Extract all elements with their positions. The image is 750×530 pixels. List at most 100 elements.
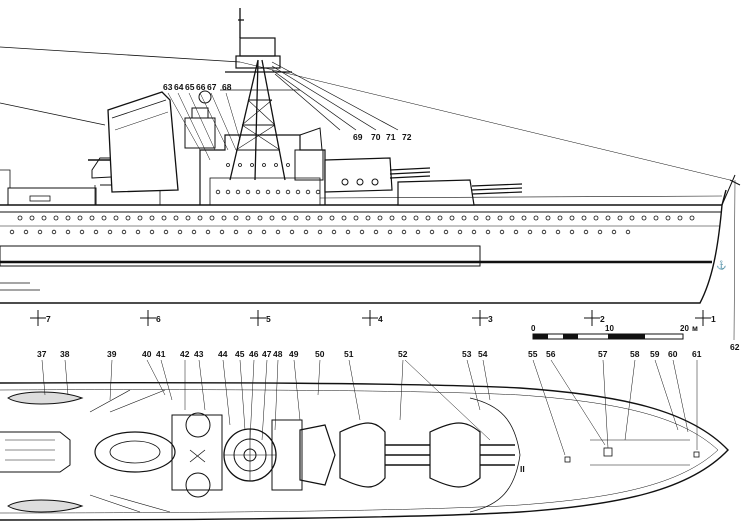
porthole: [429, 229, 435, 235]
scale-unit: м: [692, 324, 698, 333]
porthole: [513, 229, 519, 235]
porthole: [499, 229, 505, 235]
porthole: [101, 215, 107, 221]
porthole: [293, 215, 299, 221]
porthole: [215, 189, 221, 195]
porthole: [23, 229, 29, 235]
callout-70: 70: [371, 132, 381, 142]
porthole: [365, 215, 371, 221]
porthole: [653, 215, 659, 221]
porthole: [274, 163, 278, 167]
porthole: [625, 229, 631, 235]
callout-51: 51: [344, 349, 354, 359]
porthole: [219, 229, 225, 235]
station-marks: 7 6 5 4 3 2 1: [30, 310, 716, 326]
porthole: [149, 229, 155, 235]
porthole: [415, 229, 421, 235]
callout-46: 46: [249, 349, 259, 359]
porthole: [509, 215, 515, 221]
callout-69: 69: [353, 132, 363, 142]
porthole: [161, 215, 167, 221]
porthole: [377, 215, 383, 221]
callout-71: 71: [386, 132, 396, 142]
porthole: [569, 215, 575, 221]
porthole: [226, 163, 230, 167]
porthole: [641, 215, 647, 221]
porthole: [113, 215, 119, 221]
porthole: [545, 215, 551, 221]
porthole: [275, 229, 281, 235]
porthole: [437, 215, 443, 221]
porthole: [461, 215, 467, 221]
scale-tick-0: 0: [531, 324, 536, 333]
station-5: 5: [266, 314, 271, 324]
scale-tick-10: 10: [605, 324, 614, 333]
porthole: [77, 215, 83, 221]
porthole: [65, 229, 71, 235]
porthole: [137, 215, 143, 221]
porthole: [425, 215, 431, 221]
porthole: [281, 215, 287, 221]
callout-37: 37: [37, 349, 47, 359]
callout-65: 65: [185, 82, 195, 92]
plan-view: II: [0, 381, 729, 521]
porthole: [286, 163, 290, 167]
porthole: [163, 229, 169, 235]
callout-72: 72: [402, 132, 412, 142]
porthole: [305, 215, 311, 221]
station-1: 1: [711, 314, 716, 324]
porthole: [353, 215, 359, 221]
porthole: [245, 215, 251, 221]
porthole: [597, 229, 603, 235]
porthole: [541, 229, 547, 235]
porthole: [197, 215, 203, 221]
porthole: [387, 229, 393, 235]
callout-67: 67: [207, 82, 217, 92]
porthole: [53, 215, 59, 221]
station-6: 6: [156, 314, 161, 324]
porthole: [149, 215, 155, 221]
portholes-upper: [17, 215, 695, 221]
porthole: [250, 163, 254, 167]
callout-41: 41: [156, 349, 166, 359]
porthole: [471, 229, 477, 235]
porthole: [295, 189, 301, 195]
porthole: [209, 215, 215, 221]
porthole: [345, 229, 351, 235]
porthole: [569, 229, 575, 235]
callout-58: 58: [630, 349, 640, 359]
plan-callouts: 37 38 39 40 41 42 43 44 45 46 47 48 49 5…: [37, 179, 740, 456]
profile-callouts: 63 64 65 66 67 68 69 70 71 72: [163, 82, 412, 161]
porthole: [665, 215, 671, 221]
porthole: [331, 229, 337, 235]
callout-42: 42: [180, 349, 190, 359]
porthole: [121, 229, 127, 235]
porthole: [265, 189, 271, 195]
porthole: [125, 215, 131, 221]
turret-a-side: [397, 179, 523, 206]
callout-66: 66: [196, 82, 206, 92]
porthole: [51, 229, 57, 235]
callout-43: 43: [194, 349, 204, 359]
callout-63: 63: [163, 82, 173, 92]
porthole: [9, 229, 15, 235]
callout-57: 57: [598, 349, 608, 359]
porthole: [557, 215, 563, 221]
porthole: [93, 229, 99, 235]
hull-plan: [0, 381, 729, 521]
porthole: [185, 215, 191, 221]
porthole: [341, 215, 347, 221]
porthole: [629, 215, 635, 221]
scale-tick-20: 20: [680, 324, 689, 333]
porthole: [255, 189, 261, 195]
catapult-plan: [94, 431, 176, 473]
porthole: [247, 229, 253, 235]
porthole: [389, 215, 395, 221]
porthole: [225, 189, 231, 195]
porthole: [221, 215, 227, 221]
callout-50: 50: [315, 349, 325, 359]
callout-44: 44: [218, 349, 228, 359]
porthole: [173, 215, 179, 221]
callout-64: 64: [174, 82, 184, 92]
